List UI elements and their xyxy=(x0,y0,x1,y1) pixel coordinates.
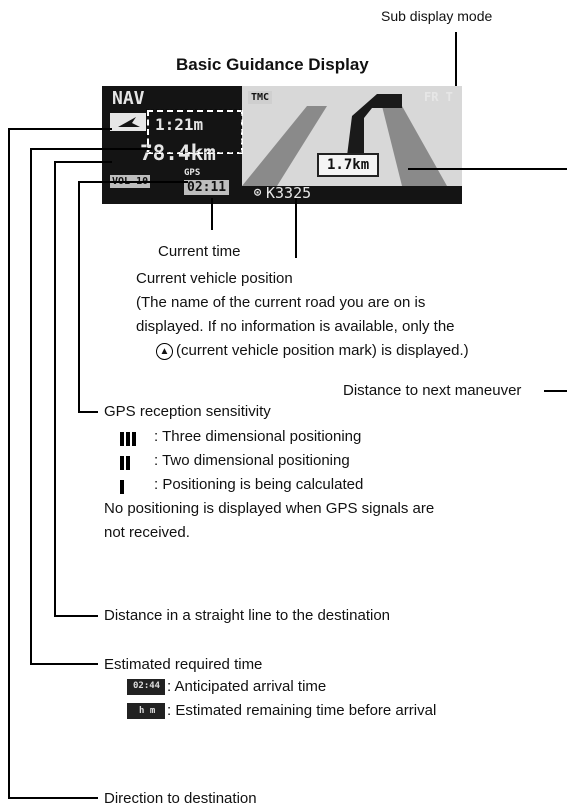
sub-display-mode-leader xyxy=(455,32,457,90)
road-name-value: K3325 xyxy=(266,184,312,202)
direction-leader-h xyxy=(8,128,112,130)
turn-arrow-icon xyxy=(347,94,402,156)
time-highlight-box-outline xyxy=(146,109,242,153)
nav-label: NAV xyxy=(112,88,145,109)
vehicle-position-mark-icon: ⊙ xyxy=(254,185,262,199)
time-highlight-box xyxy=(147,110,243,154)
road-map-graphic xyxy=(242,86,462,204)
vehicle-note-line-2: displayed. If no information is availabl… xyxy=(136,318,455,335)
vehicle-position-mark-circle-icon: ▲ xyxy=(156,343,173,360)
gps-three-bars-icon xyxy=(120,430,138,448)
arrival-time-icon-text: 02:44 xyxy=(133,681,161,691)
remaining-time-icon-text: h m xyxy=(139,706,156,716)
gps-sensitivity-label: GPS reception sensitivity xyxy=(104,403,271,420)
arrival-time-label: : Anticipated arrival time xyxy=(167,678,327,695)
gps-leader-h xyxy=(78,181,188,183)
vehicle-note-line-3: (current vehicle position mark) is displ… xyxy=(176,342,469,359)
vehicle-position-leader xyxy=(295,198,297,258)
gps-3d-label: : Three dimensional positioning xyxy=(154,428,362,445)
remaining-time-label: : Estimated remaining time before arriva… xyxy=(167,702,437,719)
sub-display-mode-label: Sub display mode xyxy=(381,8,493,24)
sub-display-fr-label: FR T xyxy=(424,90,453,104)
estimated-time-label: Estimated required time xyxy=(104,656,263,673)
gps-tag: GPS xyxy=(184,168,201,178)
vehicle-position-label: Current vehicle position xyxy=(136,270,293,287)
straight-distance-label: Distance in a straight line to the desti… xyxy=(104,607,391,624)
gps-none-line-2: not received. xyxy=(104,524,190,541)
current-time-label: Current time xyxy=(158,243,241,260)
gps-one-bar-icon xyxy=(120,478,126,496)
clock-value: 02:11 xyxy=(184,180,230,195)
gps-leader-end xyxy=(78,411,98,413)
maneuver-distance-value: 1.7km xyxy=(317,153,380,177)
distance-leader-v xyxy=(54,161,56,617)
distance-next-maneuver-label: Distance to next maneuver xyxy=(343,382,522,399)
direction-arrow-icon xyxy=(110,113,146,131)
gps-none-line-1: No positioning is displayed when GPS sig… xyxy=(104,500,435,517)
direction-leader-v xyxy=(8,128,10,799)
vehicle-note-line-1: (The name of the current road you are on… xyxy=(136,294,426,311)
diagram-title: Basic Guidance Display xyxy=(176,55,369,74)
maneuver-leader-end xyxy=(544,390,567,392)
remaining-time-icon: h m xyxy=(127,703,165,719)
direction-leader-end xyxy=(8,797,98,799)
arrival-time-icon: 02:44 xyxy=(127,679,165,695)
estimated-time-value: 1:21m xyxy=(155,115,204,134)
gps-two-bars-icon xyxy=(120,454,132,472)
maneuver-leader-h xyxy=(408,168,567,170)
direction-label: Direction to destination xyxy=(104,790,257,807)
gps-2d-label: : Two dimensional positioning xyxy=(154,452,350,469)
time-leader-end xyxy=(30,663,98,665)
gps-calc-label: : Positioning is being calculated xyxy=(154,476,364,493)
distance-leader-h xyxy=(54,161,112,163)
current-time-leader xyxy=(211,198,213,230)
gps-leader-v xyxy=(78,181,80,413)
time-leader-v xyxy=(30,148,32,665)
tmc-badge: TMC xyxy=(248,91,273,104)
distance-leader-end xyxy=(54,615,98,617)
time-leader-h xyxy=(30,148,152,150)
